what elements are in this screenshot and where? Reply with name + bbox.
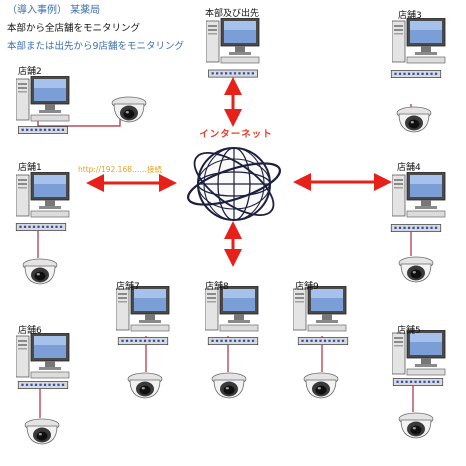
camera-store-4 [398, 256, 434, 283]
pc-store-7 [116, 286, 170, 332]
internet-label: インターネット [199, 129, 273, 140]
label-store-8: 店舗8 [205, 282, 229, 292]
pc-store-8 [205, 286, 259, 332]
pc-store-1 [16, 172, 70, 218]
pc-store-3 [392, 18, 446, 64]
hub-store-7 [117, 337, 169, 346]
camera-store-9 [303, 372, 339, 399]
hub-store-1 [15, 223, 67, 232]
description-headquarters: 本部から全店舗をモニタリング [7, 23, 141, 34]
label-headquarters: 本部及び出先 [205, 9, 260, 19]
description-remote: 本部または出先から9店舗をモニタリング [7, 41, 185, 52]
pc-store-5 [392, 330, 446, 376]
hub-store-2 [18, 126, 68, 135]
hub-store-9 [297, 337, 349, 346]
label-store-7: 店舗7 [116, 282, 140, 292]
camera-store-3 [396, 106, 432, 133]
label-store-3: 店舗3 [398, 11, 422, 21]
pc-headquarters [206, 18, 260, 64]
camera-store-2 [111, 96, 147, 123]
connection-url-label: http://192.168……接続 [78, 165, 162, 174]
label-store-6: 店舗6 [18, 326, 42, 336]
label-store-4: 店舗4 [397, 163, 421, 173]
pc-store-4 [392, 172, 446, 218]
connection-arrows [86, 77, 392, 267]
label-store-9: 店舗9 [295, 282, 319, 292]
hub-store-5 [392, 378, 444, 387]
camera-store-6 [24, 418, 60, 445]
case-title: （導入事例） 某薬局 [7, 5, 101, 16]
hub-store-6 [17, 381, 69, 390]
camera-store-1 [22, 258, 58, 285]
camera-store-8 [211, 372, 247, 399]
camera-store-5 [398, 412, 434, 439]
hub-store-4 [390, 224, 442, 233]
pc-store-6 [16, 333, 70, 379]
pc-store-9 [293, 286, 347, 332]
pc-store-2 [16, 76, 70, 122]
hub-store-3 [390, 70, 442, 79]
internet-globe [187, 147, 281, 221]
hub-headquarters [208, 69, 258, 78]
label-store-5: 店舗5 [397, 326, 421, 336]
label-store-2: 店舗2 [18, 67, 42, 77]
label-store-1: 店舗1 [18, 163, 42, 173]
hub-store-8 [207, 337, 259, 346]
camera-store-7 [127, 372, 163, 399]
